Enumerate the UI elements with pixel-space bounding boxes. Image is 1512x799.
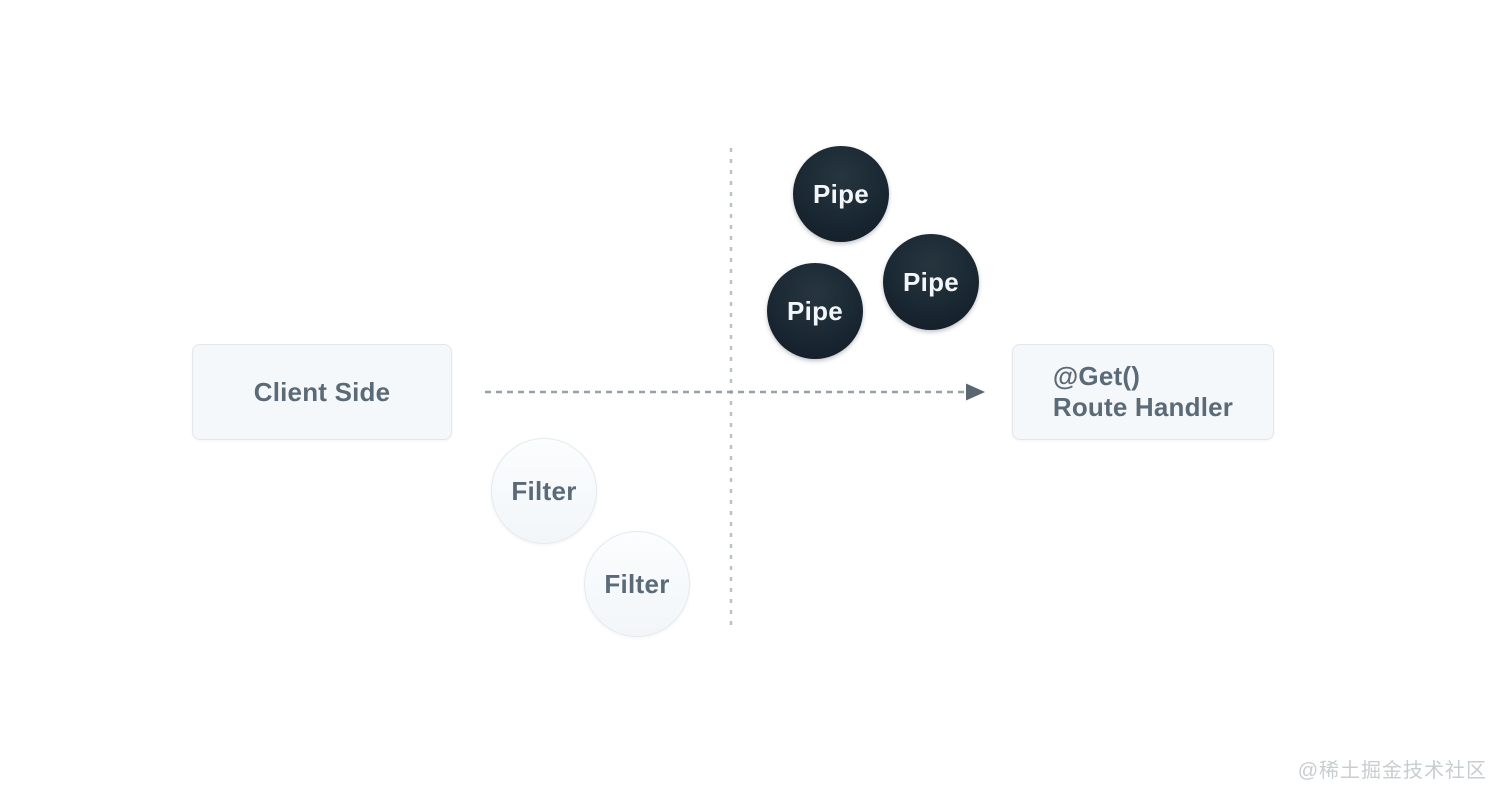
- pipe-node-1: Pipe: [793, 146, 889, 242]
- client-side-label: Client Side: [253, 376, 391, 407]
- route-handler-label: Route Handler: [1052, 392, 1234, 422]
- arrowhead-right-icon: [966, 383, 985, 401]
- filter-node-2: Filter: [584, 531, 690, 637]
- get-decorator-label: @Get(): [1052, 361, 1141, 391]
- pipe-node-2: Pipe: [767, 263, 863, 359]
- client-side-box: Client Side: [192, 344, 452, 440]
- pipe-node-3: Pipe: [883, 234, 979, 330]
- watermark: @稀土掘金技术社区: [1297, 760, 1487, 782]
- route-handler-text: @Get() Route Handler: [1053, 361, 1233, 423]
- route-handler-box: @Get() Route Handler: [1012, 344, 1274, 440]
- filter-node-1: Filter: [491, 438, 597, 544]
